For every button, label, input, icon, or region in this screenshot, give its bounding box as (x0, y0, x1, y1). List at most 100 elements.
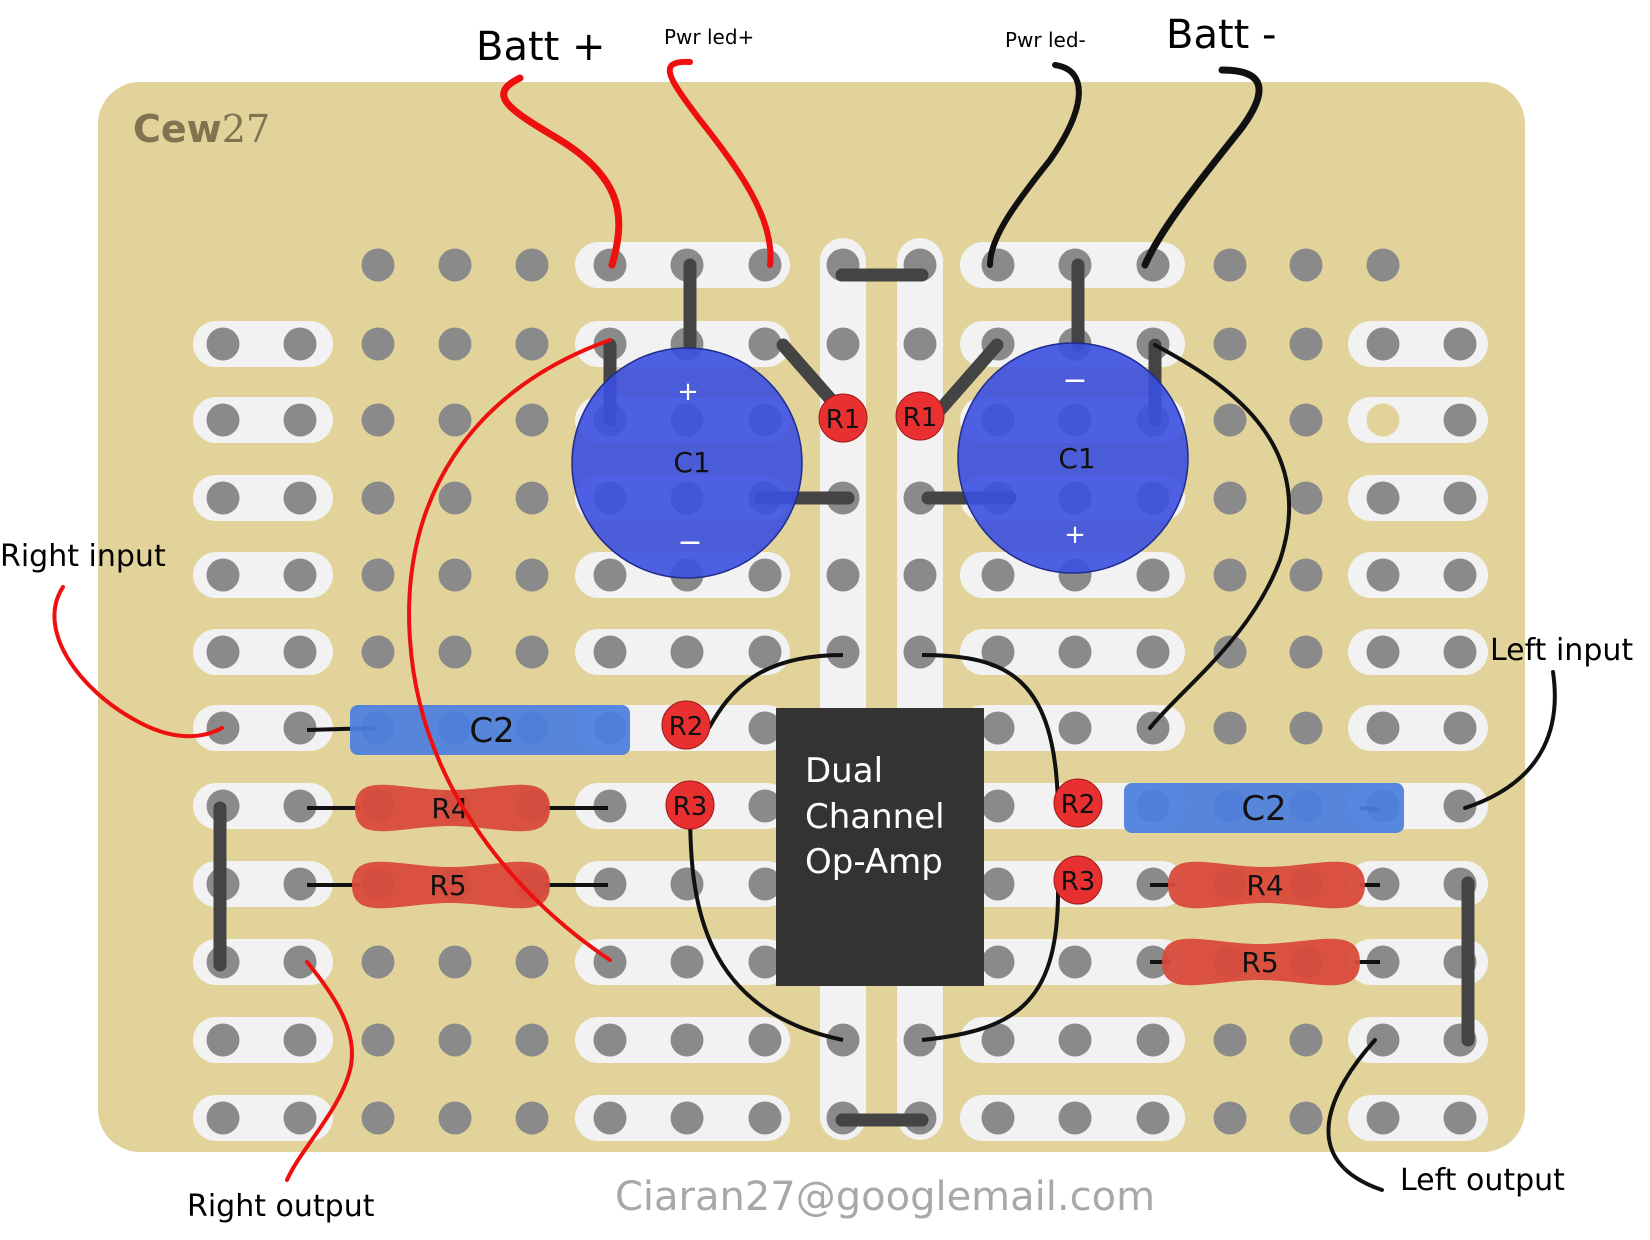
board-hole (1058, 1023, 1092, 1057)
svg-text:−: − (677, 525, 702, 560)
board-hole (748, 711, 782, 745)
board-hole (438, 327, 472, 361)
board-hole (515, 327, 549, 361)
left-output-label: Left output (1400, 1163, 1565, 1198)
board-hole (981, 635, 1015, 669)
board-hole (361, 635, 395, 669)
board-hole (1289, 403, 1323, 437)
board-hole (1058, 1101, 1092, 1135)
board-hole (515, 1023, 549, 1057)
board-hole (748, 327, 782, 361)
board-hole (1289, 1023, 1323, 1057)
board-hole (438, 1023, 472, 1057)
board-hole (748, 789, 782, 823)
capacitor-c2-right: C2 (1124, 783, 1404, 833)
svg-text:+: + (1064, 520, 1086, 550)
board-hole (1443, 403, 1477, 437)
board-hole (826, 558, 860, 592)
board-hole (361, 327, 395, 361)
vertical-rail-left (820, 238, 866, 1140)
board-hole (361, 558, 395, 592)
board-hole (438, 248, 472, 282)
resistor-labels: R4 R5 R4 R5 (429, 792, 1283, 979)
board-hole (361, 248, 395, 282)
board-hole (283, 1023, 317, 1057)
board-hole (1058, 945, 1092, 979)
board-hole (283, 327, 317, 361)
board-hole (903, 327, 937, 361)
board-hole (1213, 481, 1247, 515)
board-hole (283, 867, 317, 901)
board-hole (1136, 248, 1170, 282)
board-hole (361, 1101, 395, 1135)
stripboard (98, 82, 1525, 1152)
board-hole (1213, 248, 1247, 282)
board-hole (593, 1023, 627, 1057)
svg-text:R2: R2 (669, 712, 704, 742)
board-hole (593, 789, 627, 823)
svg-text:C1: C1 (673, 446, 710, 479)
board-hole (903, 558, 937, 592)
board-hole (981, 867, 1015, 901)
board-hole (670, 1023, 704, 1057)
batt-plus-label: Batt + (476, 24, 606, 70)
board-hole (283, 945, 317, 979)
board-hole (748, 558, 782, 592)
board-hole (206, 635, 240, 669)
board-hole (748, 1101, 782, 1135)
right-input-label: Right input (0, 539, 166, 574)
board-hole (981, 711, 1015, 745)
board-hole (593, 635, 627, 669)
board-hole (670, 1101, 704, 1135)
board-hole (593, 867, 627, 901)
board-hole (206, 403, 240, 437)
board-hole (981, 945, 1015, 979)
board-hole (1443, 327, 1477, 361)
svg-text:R3: R3 (1061, 867, 1096, 897)
board-hole (670, 635, 704, 669)
board-hole (438, 635, 472, 669)
board-hole (283, 1101, 317, 1135)
board-hole (1289, 327, 1323, 361)
board-hole (1289, 248, 1323, 282)
board-hole (438, 558, 472, 592)
board-hole (361, 481, 395, 515)
board-hole (438, 481, 472, 515)
svg-text:R2: R2 (1061, 790, 1096, 820)
svg-text:C1: C1 (1058, 442, 1095, 475)
svg-text:R1: R1 (826, 405, 861, 435)
board-hole (1366, 558, 1400, 592)
board-hole (515, 635, 549, 669)
board-hole (515, 403, 549, 437)
resistors-r4-r5 (352, 784, 1365, 986)
op-amp-chip: Dual Channel Op-Amp (776, 708, 984, 986)
board-hole (515, 945, 549, 979)
board-hole (515, 558, 549, 592)
capacitor-c2-left: C2 (350, 705, 630, 755)
board-hole (1136, 711, 1170, 745)
board-hole (593, 558, 627, 592)
left-input-label: Left input (1490, 633, 1633, 668)
board-hole (1213, 711, 1247, 745)
board-hole (1213, 1101, 1247, 1135)
board-hole (1443, 1101, 1477, 1135)
board-hole (903, 481, 937, 515)
board-hole (1366, 867, 1400, 901)
svg-text:R3: R3 (673, 792, 708, 822)
board-hole (981, 1101, 1015, 1135)
board-hole (438, 945, 472, 979)
board-hole (283, 635, 317, 669)
board-hole (1366, 635, 1400, 669)
board-hole (748, 867, 782, 901)
board-hole (1136, 558, 1170, 592)
board-hole (438, 403, 472, 437)
batt-minus-label: Batt - (1166, 12, 1276, 58)
capacitor-c1-left: + − C1 (571, 347, 803, 579)
board-hole (283, 789, 317, 823)
board-hole (670, 945, 704, 979)
board-hole (515, 481, 549, 515)
board-hole (206, 1023, 240, 1057)
board-hole (903, 635, 937, 669)
board-hole (1366, 711, 1400, 745)
